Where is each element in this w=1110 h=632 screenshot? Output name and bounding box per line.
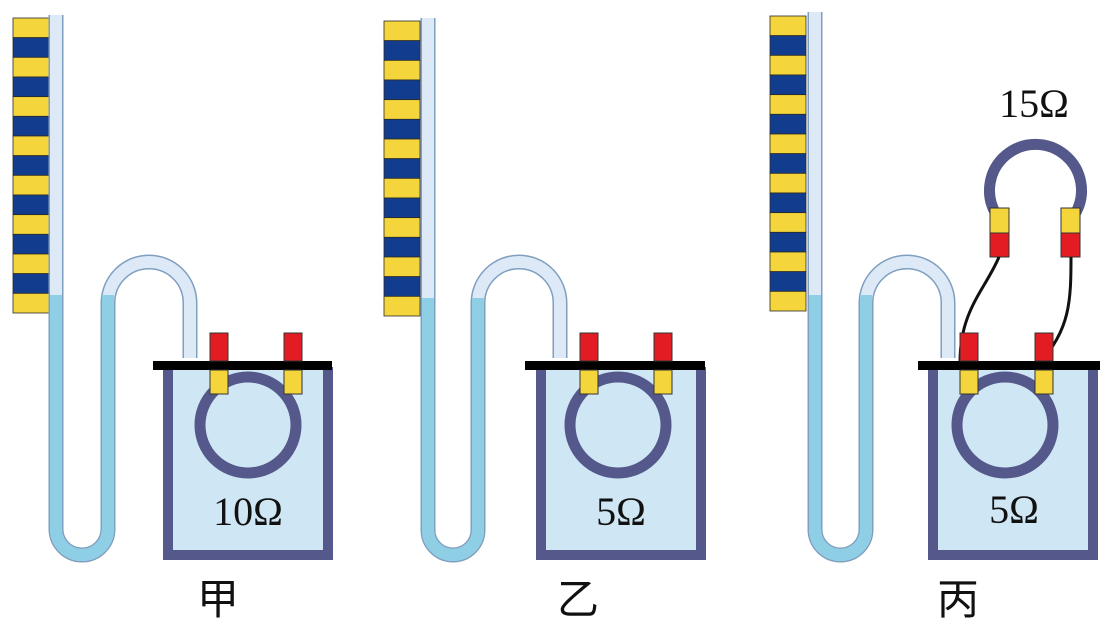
scale-segment [769, 113, 807, 135]
scale-segment [383, 236, 421, 258]
setup-caption: 丙 [937, 578, 979, 624]
external-resistor-coil [984, 139, 1087, 258]
external-terminal-left [989, 207, 1010, 234]
scale-segment [383, 20, 421, 42]
setup-yi: 5Ω 乙 [383, 18, 706, 624]
u-tube-manometer [807, 12, 956, 563]
scale-segment [383, 256, 421, 278]
heating-coil [951, 371, 1059, 479]
scale-segment [383, 158, 421, 179]
setup-jia: 10Ω 甲 [12, 15, 333, 624]
scale-segment [383, 276, 421, 297]
terminal-left [579, 332, 599, 395]
liquid-column [422, 298, 484, 561]
scale-segment [769, 94, 807, 115]
setup-caption: 乙 [557, 578, 599, 624]
scale-segment [769, 271, 807, 292]
scale-segment [383, 197, 421, 219]
scale-segment [12, 96, 50, 117]
heating-coil [564, 371, 672, 479]
heating-coil [194, 371, 302, 479]
scale-segment [12, 115, 50, 137]
scale-segment [383, 40, 421, 61]
scale-segment [383, 118, 421, 140]
scale-segment [769, 54, 807, 76]
terminal-right [283, 332, 303, 395]
scale-segment [383, 177, 421, 199]
scale-segment [12, 194, 50, 216]
u-tube-manometer [48, 15, 198, 563]
scale-segment [769, 172, 807, 194]
scale-segment [383, 99, 421, 120]
scale-segment [12, 273, 50, 294]
liquid-column [50, 295, 114, 561]
scale-segment [769, 231, 807, 253]
scale-segment [12, 76, 50, 98]
scale-segment [12, 233, 50, 255]
scale-ruler [383, 20, 421, 317]
scale-segment [769, 251, 807, 273]
container [525, 361, 706, 560]
scale-segment [12, 37, 50, 58]
setup-caption: 甲 [197, 578, 239, 624]
scale-segment [769, 133, 807, 155]
scale-segment [12, 17, 50, 39]
scale-segment [12, 56, 50, 78]
container-lid [918, 361, 1100, 370]
scale-segment [383, 138, 421, 160]
scale-segment [769, 35, 807, 56]
container-lid [525, 361, 705, 370]
resistor-label: 10Ω [213, 489, 283, 534]
terminal-left [209, 332, 229, 395]
scale-segment [769, 290, 807, 312]
scale-segment [383, 79, 421, 101]
scale-ruler [769, 15, 807, 312]
external-terminal-right [1060, 207, 1081, 234]
terminal-right [1034, 332, 1054, 395]
scale-segment [769, 212, 807, 233]
scale-segment [769, 74, 807, 96]
scale-segment [769, 192, 807, 214]
scale-segment [12, 292, 50, 314]
liquid-column [809, 295, 872, 561]
resistor-label: 5Ω [989, 487, 1039, 532]
scale-segment [12, 174, 50, 196]
scale-segment [769, 153, 807, 174]
scale-segment [769, 15, 807, 37]
scale-segment [12, 135, 50, 157]
terminal-left [959, 332, 979, 395]
scale-segment [12, 253, 50, 275]
scale-segment [383, 217, 421, 238]
external-resistor-label: 15Ω [999, 81, 1069, 126]
container-lid [153, 361, 332, 370]
scale-ruler [12, 17, 50, 314]
scale-segment [383, 59, 421, 81]
resistor-label: 5Ω [596, 489, 646, 534]
terminal-right [653, 332, 673, 395]
setup-bing: 15Ω 5Ω 丙 [769, 12, 1100, 624]
scale-segment [12, 155, 50, 176]
u-tube-manometer [420, 18, 568, 563]
scale-segment [383, 295, 421, 317]
scale-segment [12, 214, 50, 235]
container [153, 361, 333, 560]
